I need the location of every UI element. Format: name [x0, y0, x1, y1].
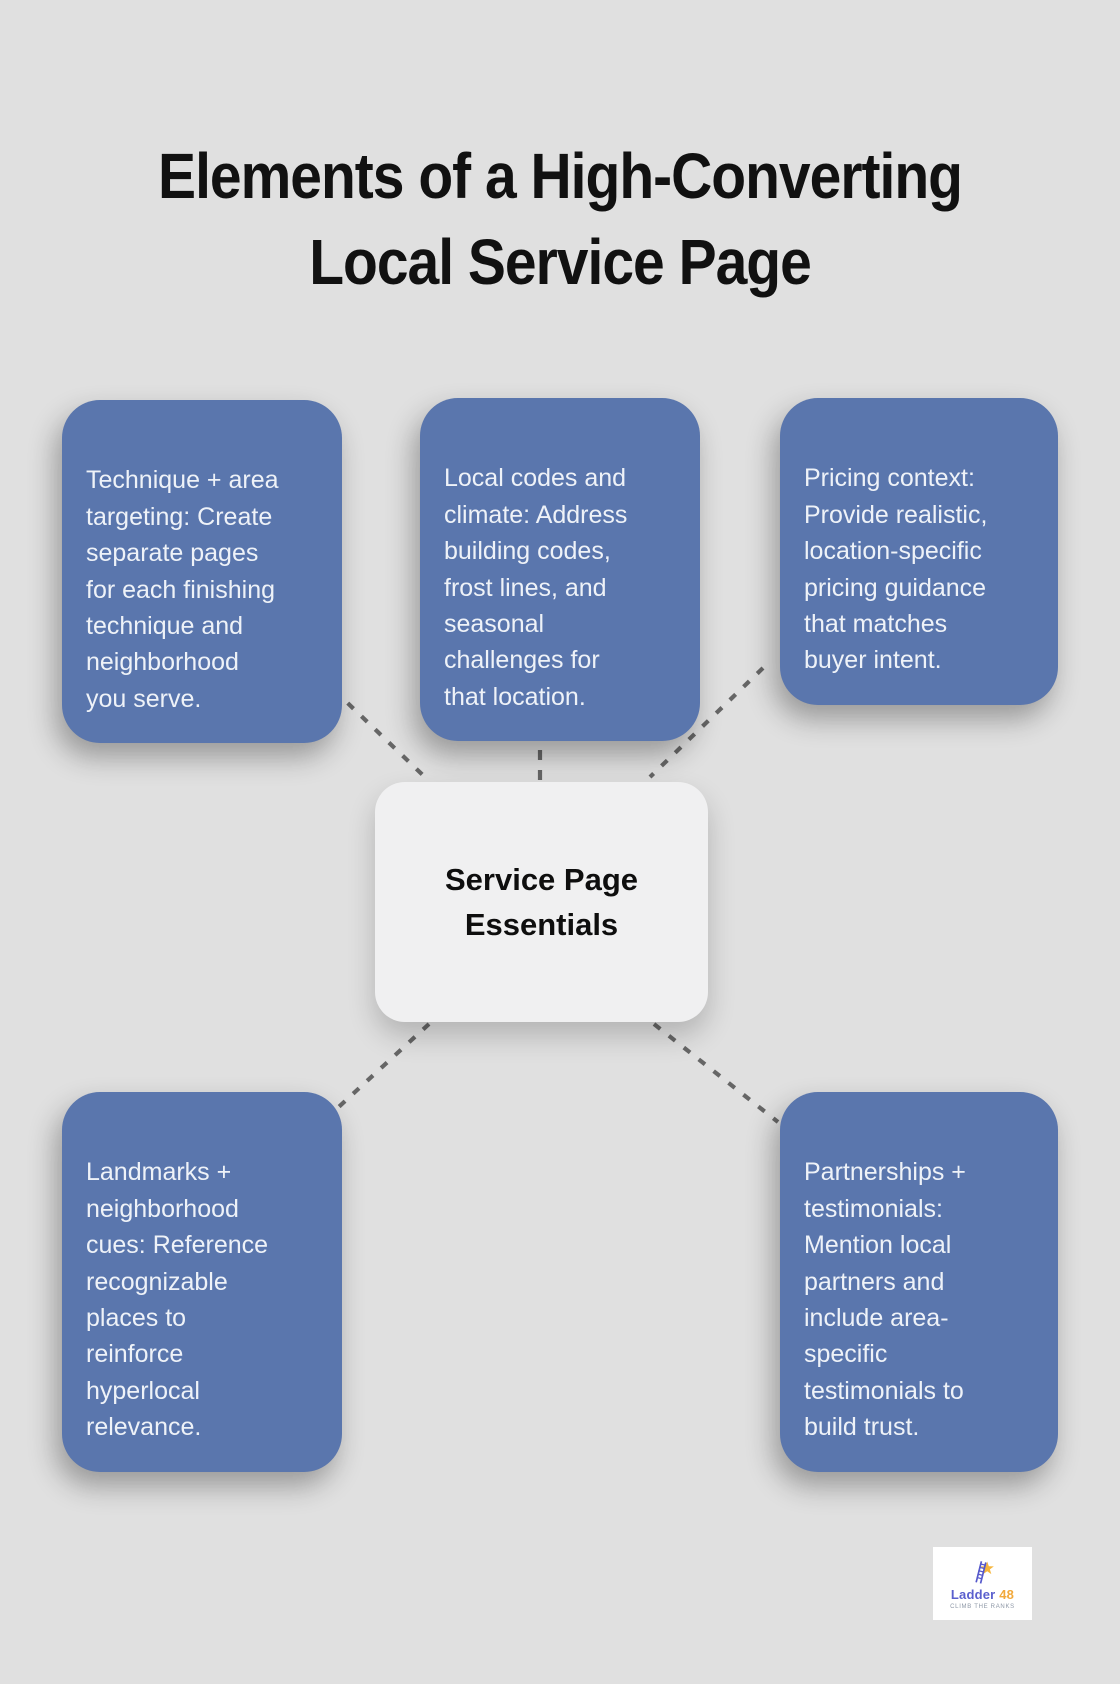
- node-text: Pricing context: Provide realistic, loca…: [804, 464, 988, 675]
- node-text: Technique + area targeting: Create separ…: [86, 466, 279, 713]
- node-landmarks-neighborhood-cues: Landmarks + neighborhood cues: Reference…: [62, 1092, 342, 1472]
- brand-logo: Ladder 48 CLIMB THE RANKS: [933, 1547, 1032, 1620]
- ladder-star-icon: [974, 1560, 994, 1584]
- brand-name: Ladder 48: [951, 1587, 1014, 1602]
- connector-top-right: [648, 666, 765, 779]
- ladder-icon: [974, 1560, 987, 1584]
- brand-name-part1: Ladder: [950, 1586, 996, 1602]
- node-text: Partnerships + testimonials: Mention loc…: [804, 1158, 966, 1442]
- node-pricing-context: Pricing context: Provide realistic, loca…: [780, 398, 1058, 705]
- page-title-line1: Elements of a High-Converting: [158, 140, 963, 213]
- node-text: Landmarks + neighborhood cues: Reference…: [86, 1158, 269, 1442]
- node-local-codes-climate: Local codes and climate: Address buildin…: [420, 398, 700, 742]
- connector-top-left: [332, 688, 430, 782]
- brand-name-part2: 48: [999, 1586, 1015, 1602]
- center-node-service-page-essentials: Service Page Essentials: [375, 782, 708, 1022]
- page-title: Elements of a High-Converting Local Serv…: [0, 134, 1120, 306]
- star-icon: [980, 1561, 994, 1574]
- center-node-label: Service Page Essentials: [444, 862, 639, 942]
- page-title-line2: Local Service Page: [309, 227, 812, 299]
- connector-bottom-left: [329, 1022, 431, 1116]
- brand-tagline: CLIMB THE RANKS: [950, 1603, 1015, 1610]
- node-partnerships-testimonials: Partnerships + testimonials: Mention loc…: [780, 1092, 1058, 1472]
- connector-bottom-right: [652, 1022, 780, 1124]
- node-technique-area-targeting: Technique + area targeting: Create separ…: [62, 400, 342, 744]
- node-text: Local codes and climate: Address buildin…: [444, 464, 628, 711]
